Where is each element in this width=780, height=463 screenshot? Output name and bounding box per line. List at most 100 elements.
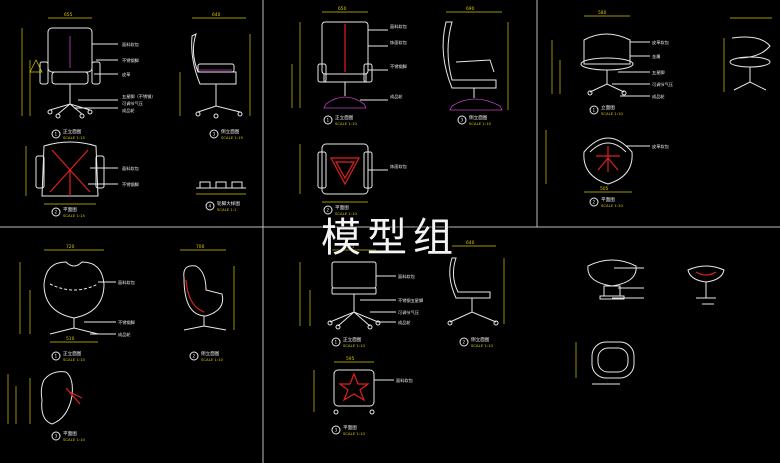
dim-p1-width: 655 <box>64 12 73 18</box>
panel-2-executive-chair: 650 面料软包 饰面软包 不锈钢脚 成品轮 690 <box>291 6 509 216</box>
dim-p4-width: 720 <box>66 244 75 250</box>
svg-text:2: 2 <box>463 340 466 345</box>
dim-p2-width: 650 <box>338 6 347 12</box>
p5-title-plan-text: 平面图 <box>343 425 357 431</box>
note-p5-plan: 面料软包 <box>396 377 414 384</box>
note-p3-plan: 皮革软包 <box>652 143 670 150</box>
note-p1-0: 面料软包 <box>122 41 140 48</box>
note-p1-3: 五星脚（不锈钢） <box>122 93 156 100</box>
p3-title-plan: 2 平面图 SCALE 1:10 <box>589 197 623 208</box>
p1-title-side: 3 侧立面图 SCALE 1:15 <box>209 128 243 140</box>
p5-title-plan: 3 平面图 SCALE 1:10 <box>331 425 365 436</box>
svg-text:4: 4 <box>209 204 212 209</box>
dim-p1-side: 640 <box>212 12 221 18</box>
svg-text:3: 3 <box>213 132 216 137</box>
p1-title-plan: 2 平面图 SCALE 1:15 <box>51 207 85 218</box>
p5-title-side: 2 侧立面图 SCALE 1:10 <box>459 336 493 348</box>
p3-scale-plan: SCALE 1:10 <box>601 203 623 208</box>
p2-title-plan-text: 平面图 <box>335 205 349 211</box>
leisure-side-elevation <box>723 17 772 92</box>
chair-plan-view: 面料软包 不锈钢脚 <box>25 141 140 205</box>
exec-front-elevation: 650 面料软包 饰面软包 不锈钢脚 成品轮 <box>291 6 408 109</box>
note-p3-2: 五星脚 <box>652 69 665 76</box>
note-p4-1: 不锈钢脚 <box>118 319 135 326</box>
p4-title-front-text: 正立面图 <box>63 350 82 357</box>
note-p2-plan: 饰面软包 <box>390 163 408 170</box>
svg-text:1: 1 <box>593 108 596 113</box>
svg-text:2: 2 <box>593 200 596 205</box>
p2-title-front-text: 正立面图 <box>335 114 354 121</box>
p1-title-caster-text: 轮脚大样图 <box>217 200 240 207</box>
p1-scale-side: SCALE 1:15 <box>221 135 243 140</box>
p2-scale-side: SCALE 1:10 <box>469 121 491 126</box>
swan-front-elevation: 720 510 面料软包 不锈钢脚 成品轮 <box>19 244 136 343</box>
chair-front-elevation: 655 面料软包 不锈钢脚 皮革 五星脚（不锈钢） 可调节气压 成品轮 <box>21 12 156 119</box>
p1-title-plan-text: 平面图 <box>63 207 77 213</box>
p2-scale-front: SCALE 1:10 <box>335 121 357 126</box>
dim-p4-base: 510 <box>66 336 75 342</box>
note-p1-5: 成品轮 <box>122 107 135 114</box>
note-p3-1: 金属 <box>652 53 660 60</box>
panel-1-office-chair: 655 面料软包 不锈钢脚 皮革 五星脚（不锈钢） 可调节气压 成品轮 <box>21 12 251 218</box>
svg-text:1: 1 <box>335 340 338 345</box>
panel-6-egg-stool <box>575 259 725 385</box>
svg-text:1: 1 <box>55 132 58 137</box>
p1-title-caster: 4 轮脚大样图 SCALE 1:1 <box>205 200 240 212</box>
note-p5-3: 成品轮 <box>398 319 411 326</box>
note-p5-1: 不锈钢五星脚 <box>398 297 423 304</box>
task-side-elevation: 640 <box>447 240 505 326</box>
p5-title-front: 1 正立面图 SCALE 1:10 <box>331 336 365 348</box>
note-p4-2: 成品轮 <box>118 331 131 338</box>
caster-detail <box>196 181 246 195</box>
p4-scale-front: SCALE 1:10 <box>63 357 85 362</box>
p1-scale-plan: SCALE 1:15 <box>63 213 85 218</box>
note-p1-2: 皮革 <box>122 71 130 78</box>
exec-side-elevation: 690 <box>442 6 509 111</box>
p4-title-plan-text: 平面图 <box>63 431 77 437</box>
stool-side-elevation <box>687 265 725 305</box>
note-p1-plan-1: 不锈钢脚 <box>122 181 139 188</box>
panel-5-task-chair: 595 面料软包 不锈钢五星脚 可调节气压 成品轮 640 <box>299 240 505 436</box>
p2-title-front: 1 正立面图 SCALE 1:10 <box>323 114 357 126</box>
panel-3-leisure-chair: 580 皮革软包 金属 五星脚 可调节气压 成品轮 <box>545 10 772 208</box>
p5-title-front-text: 正立面图 <box>343 336 362 343</box>
stool-front-elevation <box>587 259 644 300</box>
svg-text:3: 3 <box>461 118 464 123</box>
note-p1-4: 可调节气压 <box>122 100 143 107</box>
svg-text:1: 1 <box>55 354 58 359</box>
p1-title-front-text: 正立面图 <box>63 128 82 135</box>
svg-text:2: 2 <box>55 210 58 215</box>
p3-title-front: 1 立面图 SCALE 1:10 <box>589 104 623 116</box>
note-p3-0: 皮革软包 <box>652 39 670 46</box>
p1-title-side-text: 侧立面图 <box>221 128 240 135</box>
svg-text:2: 2 <box>327 208 330 213</box>
p2-title-side: 3 侧立面图 SCALE 1:10 <box>457 114 491 126</box>
note-p1-1: 不锈钢脚 <box>122 57 139 64</box>
panel-4-swan-chair: 720 510 面料软包 不锈钢脚 成品轮 700 <box>7 244 235 442</box>
p4-title-side-text: 侧立面图 <box>201 350 220 357</box>
note-p2-3: 成品轮 <box>390 93 403 100</box>
p1-scale-front: SCALE 1:15 <box>63 135 85 140</box>
p5-title-side-text: 侧立面图 <box>471 336 490 343</box>
dim-p3-width: 580 <box>598 10 607 16</box>
dim-p2-side: 690 <box>466 6 475 12</box>
svg-text:3: 3 <box>55 434 58 439</box>
p2-scale-plan: SCALE 1:10 <box>335 211 357 216</box>
p1-scale-caster: SCALE 1:1 <box>217 207 237 212</box>
p3-title-front-text: 立面图 <box>601 104 615 111</box>
p4-scale-side: SCALE 1:10 <box>201 357 223 362</box>
p3-title-plan-text: 平面图 <box>601 197 615 203</box>
chair-side-elevation: 640 <box>179 12 251 119</box>
p5-scale-side: SCALE 1:10 <box>471 343 493 348</box>
swan-plan-view <box>7 371 83 425</box>
dim-p3-plan: 505 <box>600 186 609 192</box>
note-p5-0: 面料软包 <box>398 273 416 280</box>
p2-title-side-text: 侧立面图 <box>469 114 488 121</box>
leisure-plan-view: 505 皮革软包 <box>545 130 670 193</box>
note-p1-plan-0: 面料软包 <box>122 165 140 172</box>
p4-title-front: 1 正立面图 SCALE 1:10 <box>51 350 85 362</box>
task-plan-view: 595 面料软包 <box>313 356 414 415</box>
svg-text:2: 2 <box>193 354 196 359</box>
svg-text:3: 3 <box>335 428 338 433</box>
